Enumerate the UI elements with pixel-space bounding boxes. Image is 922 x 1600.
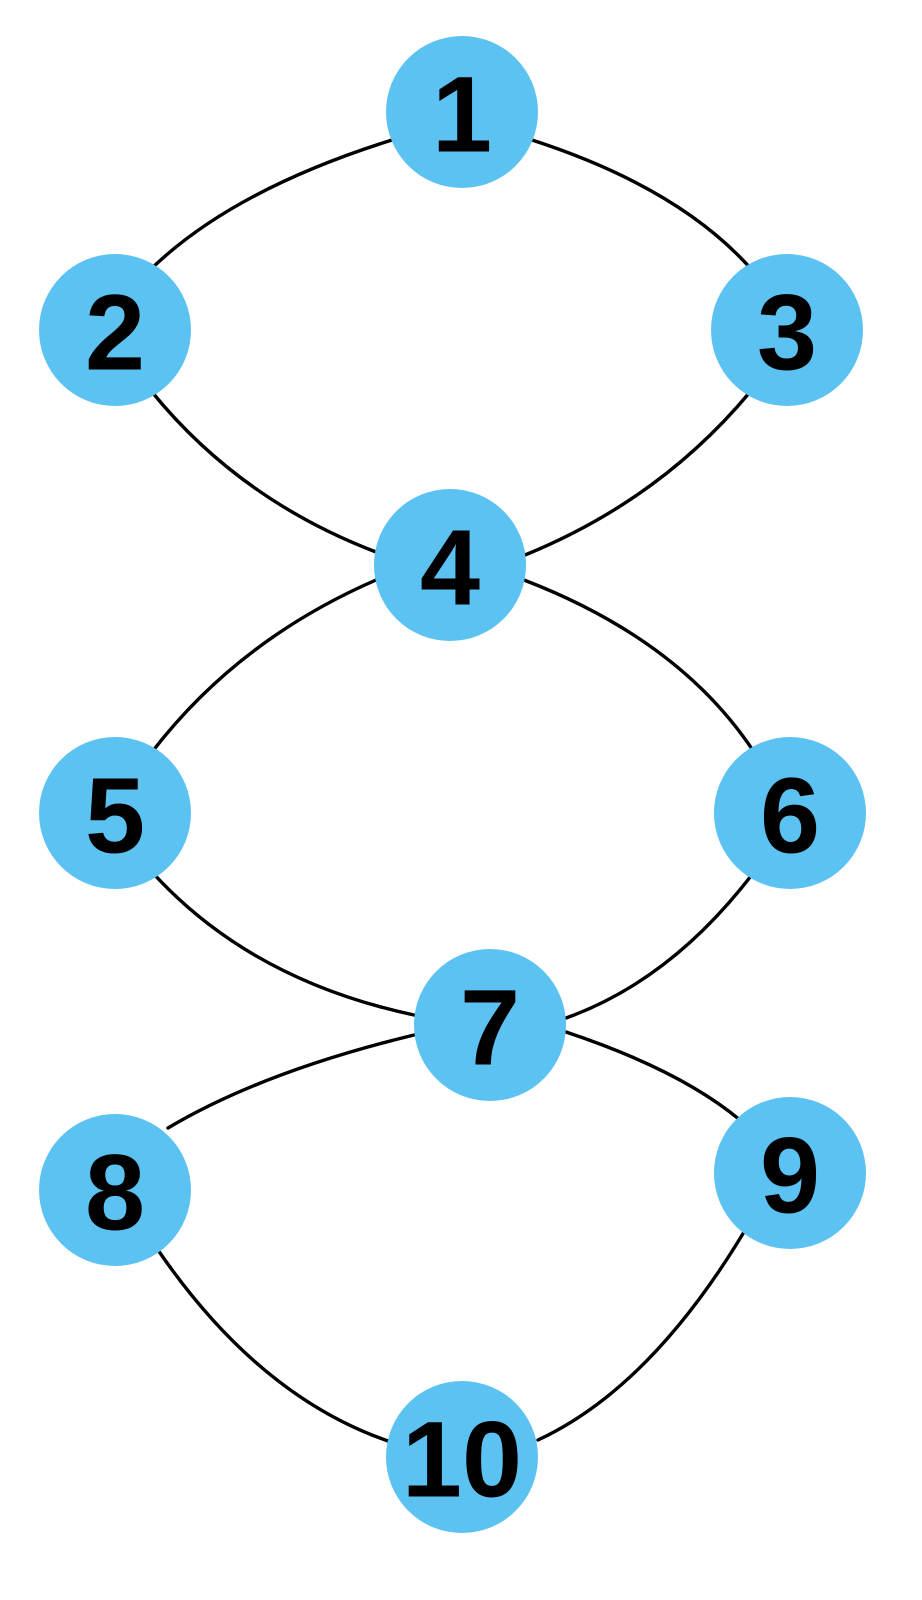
node-circle-3[interactable] bbox=[711, 254, 863, 406]
graph-edge-7-8 bbox=[166, 1033, 416, 1130]
graph-edge-2-4 bbox=[150, 390, 378, 554]
graph-edge-1-2 bbox=[148, 138, 394, 272]
graph-edge-4-5 bbox=[150, 578, 378, 754]
node-label-2: 2 bbox=[85, 272, 145, 393]
graph-node-3[interactable]: 3 bbox=[711, 254, 863, 406]
node-label-3: 3 bbox=[757, 272, 817, 393]
graph-node-5[interactable]: 5 bbox=[39, 737, 191, 889]
node-label-6: 6 bbox=[760, 755, 820, 876]
nodes-layer: 1 2 3 4 5 6 7 8 9 10 bbox=[39, 36, 866, 1533]
graph-node-7[interactable]: 7 bbox=[414, 949, 566, 1101]
graph-node-2[interactable]: 2 bbox=[39, 254, 191, 406]
graph-node-9[interactable]: 9 bbox=[714, 1097, 866, 1249]
node-circle-10[interactable] bbox=[386, 1381, 538, 1533]
node-circle-4[interactable] bbox=[374, 489, 526, 641]
graph-edge-1-3 bbox=[530, 138, 754, 272]
graph-node-4[interactable]: 4 bbox=[374, 489, 526, 641]
graph-edge-8-10 bbox=[156, 1248, 390, 1443]
node-label-8: 8 bbox=[85, 1132, 145, 1253]
node-circle-5[interactable] bbox=[39, 737, 191, 889]
graph-node-10[interactable]: 10 bbox=[386, 1381, 538, 1533]
node-label-4: 4 bbox=[420, 507, 480, 628]
node-circle-1[interactable] bbox=[386, 36, 538, 188]
node-label-7: 7 bbox=[460, 967, 520, 1088]
node-label-10: 10 bbox=[402, 1399, 522, 1520]
node-circle-6[interactable] bbox=[714, 737, 866, 889]
node-label-1: 1 bbox=[432, 54, 492, 175]
graph-edge-9-10 bbox=[536, 1230, 746, 1442]
graph-edge-4-6 bbox=[522, 578, 756, 754]
graph-node-1[interactable]: 1 bbox=[386, 36, 538, 188]
graph-edge-5-7 bbox=[150, 870, 416, 1017]
node-label-5: 5 bbox=[85, 755, 145, 876]
node-circle-9[interactable] bbox=[714, 1097, 866, 1249]
graph-node-6[interactable]: 6 bbox=[714, 737, 866, 889]
graph-node-8[interactable]: 8 bbox=[39, 1114, 191, 1266]
node-circle-7[interactable] bbox=[414, 949, 566, 1101]
node-circle-8[interactable] bbox=[39, 1114, 191, 1266]
graph-edge-6-7 bbox=[564, 870, 756, 1020]
edges-layer bbox=[148, 138, 756, 1443]
graph-edge-7-9 bbox=[564, 1030, 742, 1122]
graph-edge-3-4 bbox=[523, 390, 752, 557]
node-label-9: 9 bbox=[760, 1115, 820, 1236]
node-circle-2[interactable] bbox=[39, 254, 191, 406]
